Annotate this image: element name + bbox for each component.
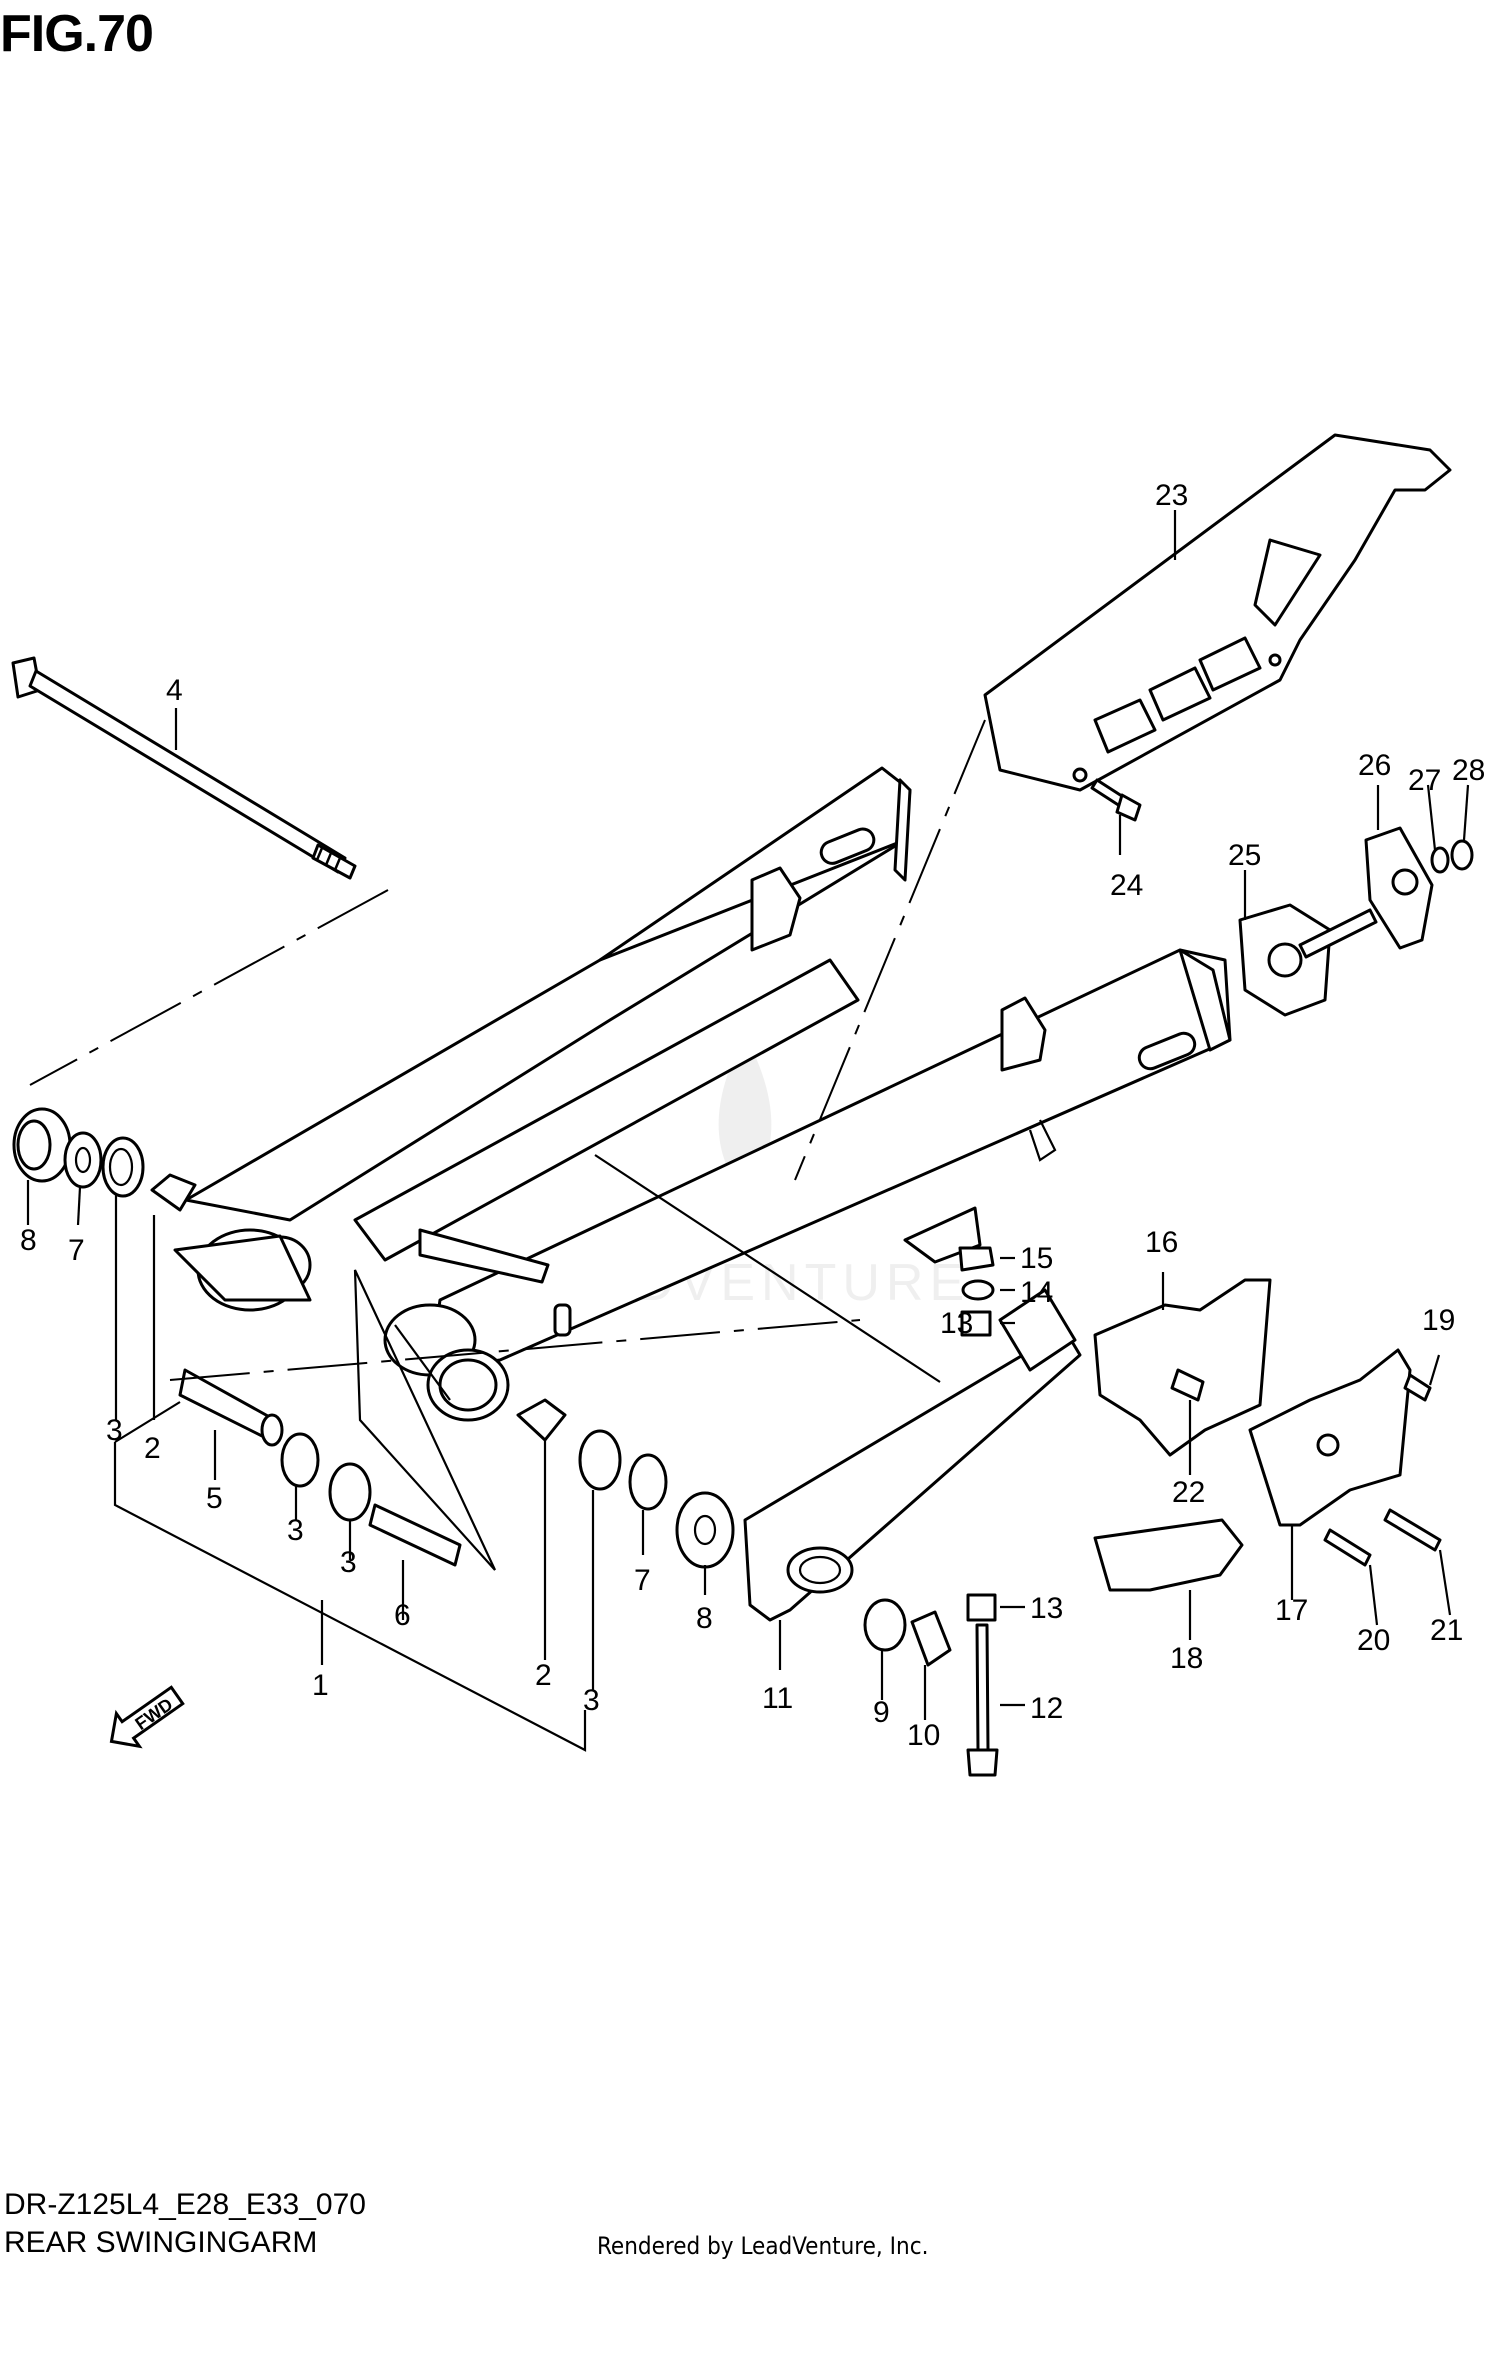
callout-9: 9 bbox=[873, 1696, 890, 1729]
callout-leaders bbox=[26, 510, 1470, 1720]
callout-1: 1 bbox=[312, 1669, 329, 1702]
callout-3-right: 3 bbox=[583, 1684, 600, 1717]
part-12-bolt[interactable] bbox=[966, 1623, 999, 1777]
callout-28: 28 bbox=[1452, 754, 1485, 787]
part-26-adjuster-plate[interactable] bbox=[1364, 826, 1434, 950]
callout-21: 21 bbox=[1430, 1614, 1463, 1647]
part-23-chain-guard[interactable] bbox=[983, 433, 1452, 792]
assembly-guide-b bbox=[353, 1269, 496, 1571]
part-11-chain-buffer[interactable] bbox=[743, 1288, 1082, 1622]
callout-20: 20 bbox=[1357, 1624, 1390, 1657]
part-10-nut[interactable] bbox=[910, 1610, 952, 1667]
part-18-block[interactable] bbox=[1093, 1518, 1244, 1592]
part-16-bracket[interactable] bbox=[1093, 1278, 1272, 1457]
callout-labels: 4 23 24 25 26 27 28 8 7 3 2 5 3 3 6 1 2 … bbox=[20, 479, 1485, 1752]
part-15-nut[interactable] bbox=[958, 1246, 995, 1272]
callout-18: 18 bbox=[1170, 1642, 1203, 1675]
callout-15: 15 bbox=[1020, 1242, 1053, 1275]
part-24-bolt[interactable] bbox=[1090, 778, 1142, 822]
part-6-spacer[interactable] bbox=[368, 1503, 462, 1567]
figure-title: FIG.70 bbox=[0, 5, 154, 63]
callout-27: 27 bbox=[1408, 764, 1441, 797]
callout-12: 12 bbox=[1030, 1692, 1063, 1725]
part-4-pivot-axle[interactable] bbox=[11, 656, 357, 880]
callout-4: 4 bbox=[166, 674, 183, 707]
part-25-chain-adjuster[interactable] bbox=[1238, 903, 1378, 1017]
part-1-swingarm[interactable] bbox=[173, 766, 1232, 1422]
part-5-spacer[interactable] bbox=[178, 1368, 284, 1447]
callout-19: 19 bbox=[1422, 1304, 1455, 1337]
callout-22: 22 bbox=[1172, 1476, 1205, 1509]
callout-13-upper: 13 bbox=[940, 1307, 973, 1340]
callout-3-mid-b: 3 bbox=[340, 1546, 357, 1579]
callout-16: 16 bbox=[1145, 1226, 1178, 1259]
part-13-collar-a[interactable] bbox=[960, 1310, 992, 1337]
part-2-bushing-a[interactable] bbox=[150, 1173, 197, 1212]
callout-26: 26 bbox=[1358, 749, 1391, 782]
part-27-washer[interactable] bbox=[1430, 846, 1450, 874]
chain-guard-leader bbox=[794, 719, 986, 1181]
part-3-oil-seal-d[interactable] bbox=[578, 1429, 622, 1491]
callout-8-left: 8 bbox=[20, 1224, 37, 1257]
assembly-guide-c bbox=[594, 1154, 941, 1383]
assembly-bracket-1 bbox=[113, 1401, 587, 1752]
part-3-oil-seal-b[interactable] bbox=[280, 1432, 320, 1488]
callout-5: 5 bbox=[206, 1482, 223, 1515]
callout-7-left: 7 bbox=[68, 1234, 85, 1267]
part-2-bushing-b[interactable] bbox=[516, 1398, 567, 1442]
part-22-collar[interactable] bbox=[1170, 1368, 1205, 1402]
callout-3-mid-a: 3 bbox=[287, 1514, 304, 1547]
callout-14: 14 bbox=[1020, 1276, 1053, 1309]
callout-7-right: 7 bbox=[634, 1564, 651, 1597]
callout-25: 25 bbox=[1228, 839, 1261, 872]
part-19-bolt[interactable] bbox=[1403, 1373, 1432, 1402]
diagram-code: DR-Z125L4_E28_E33_070 bbox=[4, 2188, 366, 2221]
part-7-washer[interactable] bbox=[63, 1131, 103, 1189]
part-14-washer[interactable] bbox=[961, 1279, 995, 1301]
callout-24: 24 bbox=[1110, 869, 1143, 902]
part-17-plate[interactable] bbox=[1248, 1348, 1412, 1527]
callout-2-right: 2 bbox=[535, 1659, 552, 1692]
diagram-name: REAR SWINGINGARM bbox=[4, 2226, 318, 2259]
part-3-oil-seal-a[interactable] bbox=[101, 1136, 145, 1198]
part-7-washer-b[interactable] bbox=[628, 1453, 668, 1511]
callout-3-left: 3 bbox=[106, 1414, 123, 1447]
fwd-arrow-icon: FWD bbox=[109, 1685, 185, 1749]
part-28-nut[interactable] bbox=[1450, 839, 1474, 871]
callout-2-left: 2 bbox=[144, 1432, 161, 1465]
part-21-bolt[interactable] bbox=[1383, 1508, 1442, 1552]
callout-6: 6 bbox=[394, 1599, 411, 1632]
callout-10: 10 bbox=[907, 1719, 940, 1752]
callout-13-lower: 13 bbox=[1030, 1592, 1063, 1625]
callout-8-right: 8 bbox=[696, 1602, 713, 1635]
part-3-oil-seal-c[interactable] bbox=[328, 1462, 372, 1522]
part-13-collar-b[interactable] bbox=[966, 1593, 997, 1622]
part-8-dust-seal[interactable] bbox=[12, 1107, 72, 1183]
part-8-dust-seal-b[interactable] bbox=[675, 1491, 735, 1569]
callout-23: 23 bbox=[1155, 479, 1188, 512]
render-credit: Rendered by LeadVenture, Inc. bbox=[597, 2232, 929, 2260]
axle-centerline bbox=[29, 889, 389, 1086]
callout-11: 11 bbox=[762, 1682, 793, 1715]
part-9-washer[interactable] bbox=[863, 1598, 907, 1652]
part-20-bolt[interactable] bbox=[1323, 1528, 1372, 1567]
callout-17: 17 bbox=[1275, 1594, 1308, 1627]
